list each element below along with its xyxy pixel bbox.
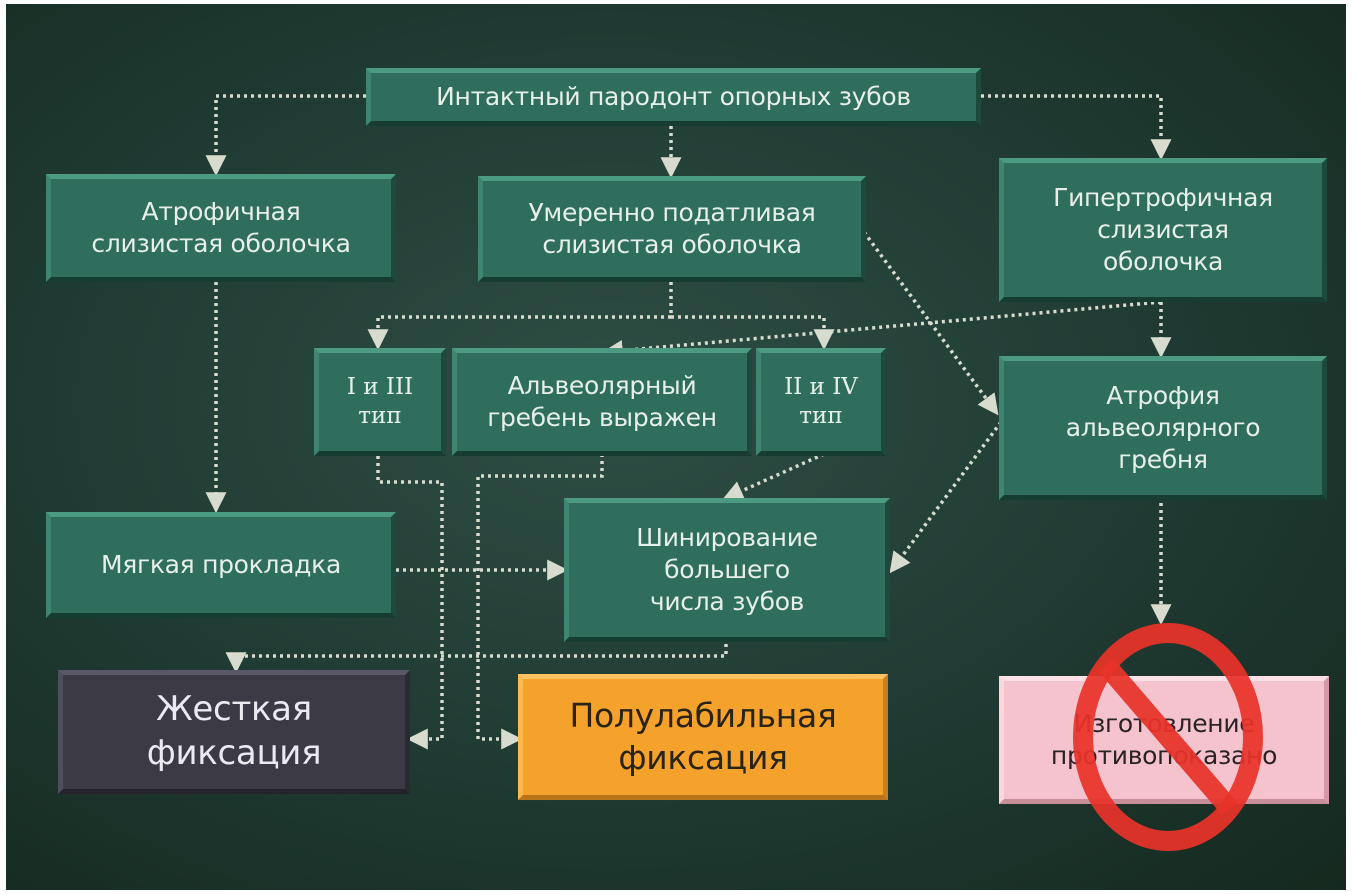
type-1-3-box: I и III тип <box>314 348 446 456</box>
hypertrophic-mucosa-box: Гипертрофичная слизистая оболочка <box>999 158 1327 302</box>
type-2-4-box: II и IV тип <box>756 348 886 456</box>
arrow-ridge-atrophy-to-splinting <box>889 420 1003 574</box>
arrow-splinting-to-rigid <box>225 644 728 674</box>
arrow-moderate-to-ridge-atrophy <box>862 230 999 416</box>
contraindicated-box: Изготовление противопоказано <box>999 676 1329 804</box>
arrow-type24-to-splinting <box>722 452 825 501</box>
rigid-fixation-box: Жесткая фиксация <box>58 670 410 794</box>
moderate-mucosa-box: Умеренно податливая слизистая оболочка <box>478 176 866 282</box>
atrophic-mucosa-box: Атрофичная слизистая оболочка <box>46 174 396 282</box>
arrow-moderate-to-type24 <box>671 315 835 351</box>
connectors-layer <box>205 94 1172 750</box>
arrow-type13-to-rigid <box>376 456 444 750</box>
ridge-expressed-box: Альвеолярный гребень выражен <box>452 348 752 456</box>
arrow-moderate-to-type13 <box>367 282 673 351</box>
ridge-atrophy-box: Атрофия альвеолярного гребня <box>999 356 1327 500</box>
soft-lining-box: Мягкая прокладка <box>46 512 396 618</box>
flowchart-canvas: Интактный пародонт опорных зубов Атрофич… <box>6 4 1346 890</box>
semilabile-fixation-box: Полулабильная фиксация <box>518 674 888 800</box>
arrow-intact-to-hypertrophic <box>981 94 1172 161</box>
arrow-ridge-expressed-to-semilabile <box>476 454 604 750</box>
arrow-intact-to-atrophic <box>205 94 366 177</box>
splinting-box: Шинирование большего числа зубов <box>564 498 890 642</box>
arrow-hypertrophic-to-ridge-expressed <box>601 300 1162 361</box>
intact-periodontium-box: Интактный пародонт опорных зубов <box>366 68 981 126</box>
